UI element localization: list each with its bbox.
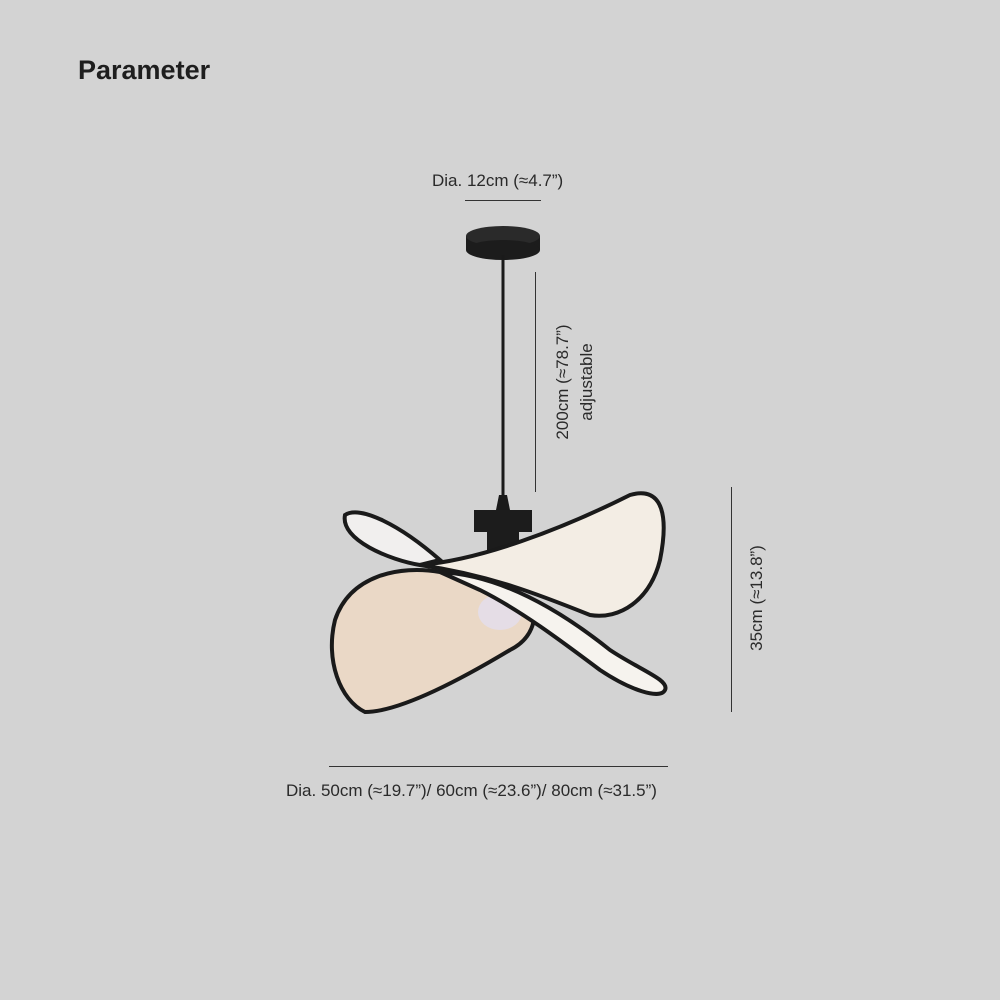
right-petal	[419, 491, 666, 618]
shade-dimension-line	[329, 766, 668, 767]
back-left-petal	[342, 510, 445, 568]
canopy	[466, 226, 540, 260]
shade-diameter-label: Dia. 50cm (≈19.7”)/ 60cm (≈23.6”)/ 80cm …	[286, 781, 657, 800]
front-right-petal	[439, 570, 668, 696]
cord-dimension-line	[535, 272, 536, 492]
page-title: Parameter	[78, 55, 211, 85]
height-dimension-line	[731, 487, 732, 712]
canopy-dimension-line	[465, 200, 541, 201]
canopy-diameter-label: Dia. 12cm (≈4.7”)	[432, 171, 564, 190]
